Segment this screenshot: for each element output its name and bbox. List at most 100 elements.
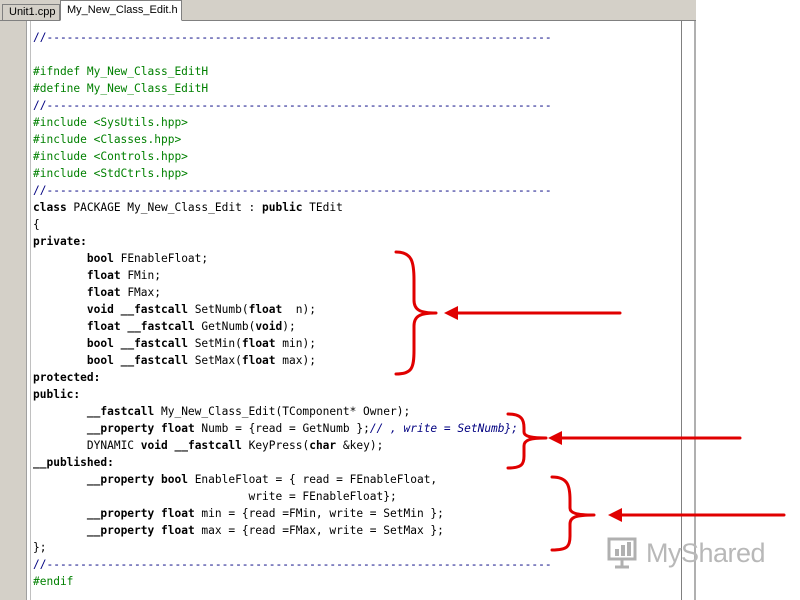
code-token: SetNumb( xyxy=(187,303,249,316)
code-line: float __fastcall GetNumb(void); xyxy=(33,318,552,335)
keyword: __fastcall xyxy=(120,337,188,350)
keyword: __fastcall xyxy=(120,303,188,316)
code-line: __property float Numb = {read = GetNumb … xyxy=(33,420,552,437)
code-line: public: xyxy=(33,388,81,401)
keyword: __fastcall xyxy=(174,439,242,452)
tab-my-new-class-edit-h[interactable]: My_New_Class_Edit.h xyxy=(60,0,182,21)
keyword: bool xyxy=(86,354,114,367)
code-line: void __fastcall SetNumb(float n); xyxy=(33,301,552,318)
code-line: bool FEnableFloat; xyxy=(33,250,552,267)
keyword: public xyxy=(262,201,303,214)
keyword: bool xyxy=(86,337,114,350)
keyword: float xyxy=(241,354,276,367)
keyword: void xyxy=(86,303,114,316)
code-line: __property bool EnableFloat = { read = F… xyxy=(33,471,552,488)
code-line: __property float min = {read =FMin, writ… xyxy=(33,505,552,522)
code-line: float FMin; xyxy=(33,267,552,284)
keyword: bool xyxy=(86,252,114,265)
code-line: //--------------------------------------… xyxy=(33,31,552,44)
code-token: FEnableFloat; xyxy=(113,252,209,265)
code-line: #include <Controls.hpp> xyxy=(33,150,188,163)
editor-gutter xyxy=(0,21,27,600)
code-line: __property float max = {read =FMax, writ… xyxy=(33,522,552,539)
code-line: #ifndef My_New_Class_EditH xyxy=(33,65,209,78)
code-token: PACKAGE My_New_Class_Edit : xyxy=(66,201,263,214)
arrow-published-head xyxy=(608,508,622,522)
tab-unit1-cpp[interactable]: Unit1.cpp xyxy=(2,4,60,20)
code-token: n); xyxy=(282,303,316,316)
brace-private xyxy=(394,250,438,376)
code-line: //--------------------------------------… xyxy=(33,558,552,571)
keyword: float xyxy=(248,303,283,316)
editor-right-border xyxy=(694,21,696,600)
code-token: GetNumb( xyxy=(194,320,256,333)
code-line: float FMax; xyxy=(33,284,552,301)
code-token: max = {read =FMax, write = SetMax }; xyxy=(194,524,444,537)
code-line: write = FEnableFloat}; xyxy=(33,490,397,503)
code-line: bool __fastcall SetMin(float min); xyxy=(33,335,552,352)
brace-public xyxy=(506,412,548,470)
keyword: void xyxy=(140,439,168,452)
code-line: __fastcall My_New_Class_Edit(TComponent*… xyxy=(33,403,552,420)
presentation-icon xyxy=(607,537,637,569)
code-token: max); xyxy=(275,354,316,367)
inline-comment: // , write = SetNumb}; xyxy=(369,422,518,435)
brace-published xyxy=(550,475,596,552)
code-token: EnableFloat = { read = FEnableFloat, xyxy=(187,473,438,486)
code-line: private: xyxy=(33,235,87,248)
right-margin-line xyxy=(681,21,682,600)
keyword: char xyxy=(309,439,337,452)
code-token: Numb = {read = GetNumb }; xyxy=(194,422,370,435)
arrow-private-head xyxy=(444,306,458,320)
code-line: protected: xyxy=(33,371,101,384)
keyword: float xyxy=(241,337,276,350)
code-editor[interactable] xyxy=(0,21,696,600)
code-token: ); xyxy=(282,320,296,333)
code-line: #include <StdCtrls.hpp> xyxy=(33,167,188,180)
keyword: __property xyxy=(86,422,155,435)
keyword: void xyxy=(255,320,283,333)
editor-tab-bar: Unit1.cpp My_New_Class_Edit.h xyxy=(0,0,696,21)
code-token: min); xyxy=(275,337,316,350)
code-line: #define My_New_Class_EditH xyxy=(33,82,209,95)
keyword: class xyxy=(33,201,67,214)
code-token: FMin; xyxy=(120,269,161,282)
keyword: bool xyxy=(161,473,188,486)
code-token: DYNAMIC xyxy=(86,439,141,452)
code-line: DYNAMIC void __fastcall KeyPress(char &k… xyxy=(33,437,552,454)
editor-gutter-margin xyxy=(27,21,31,600)
code-line: class PACKAGE My_New_Class_Edit : public… xyxy=(33,199,552,216)
code-line: #include <Classes.hpp> xyxy=(33,133,182,146)
watermark-logo: MyShared xyxy=(606,536,776,572)
arrow-public-head xyxy=(548,431,562,445)
keyword: float xyxy=(86,320,121,333)
keyword: __property xyxy=(86,473,155,486)
code-token: min = {read =FMin, write = SetMin }; xyxy=(194,507,444,520)
logo-text: MyShared xyxy=(646,538,766,568)
code-token: SetMin( xyxy=(187,337,242,350)
keyword: float xyxy=(86,269,121,282)
code-line: { xyxy=(33,218,40,231)
code-token: KeyPress( xyxy=(241,439,310,452)
code-token: &key); xyxy=(336,439,384,452)
code-line: #include <SysUtils.hpp> xyxy=(33,116,188,129)
code-line: //--------------------------------------… xyxy=(33,99,552,112)
code-token: TEdit xyxy=(302,201,343,214)
keyword: float xyxy=(161,524,195,537)
code-line: bool __fastcall SetMax(float max); xyxy=(33,352,552,369)
code-line: __published: xyxy=(33,456,114,469)
code-token: My_New_Class_Edit(TComponent* Owner); xyxy=(154,405,411,418)
code-token: FMax; xyxy=(120,286,161,299)
keyword: float xyxy=(86,286,121,299)
keyword: float xyxy=(161,507,195,520)
code-token: SetMax( xyxy=(187,354,242,367)
code-line: }; xyxy=(33,541,47,554)
code-text[interactable]: //--------------------------------------… xyxy=(33,29,552,590)
keyword: float xyxy=(161,422,195,435)
keyword: __fastcall xyxy=(120,354,188,367)
keyword: __property xyxy=(86,524,155,537)
keyword: __fastcall xyxy=(86,405,155,418)
keyword: __property xyxy=(86,507,155,520)
code-line: #endif xyxy=(33,575,74,588)
code-line: //--------------------------------------… xyxy=(33,184,552,197)
